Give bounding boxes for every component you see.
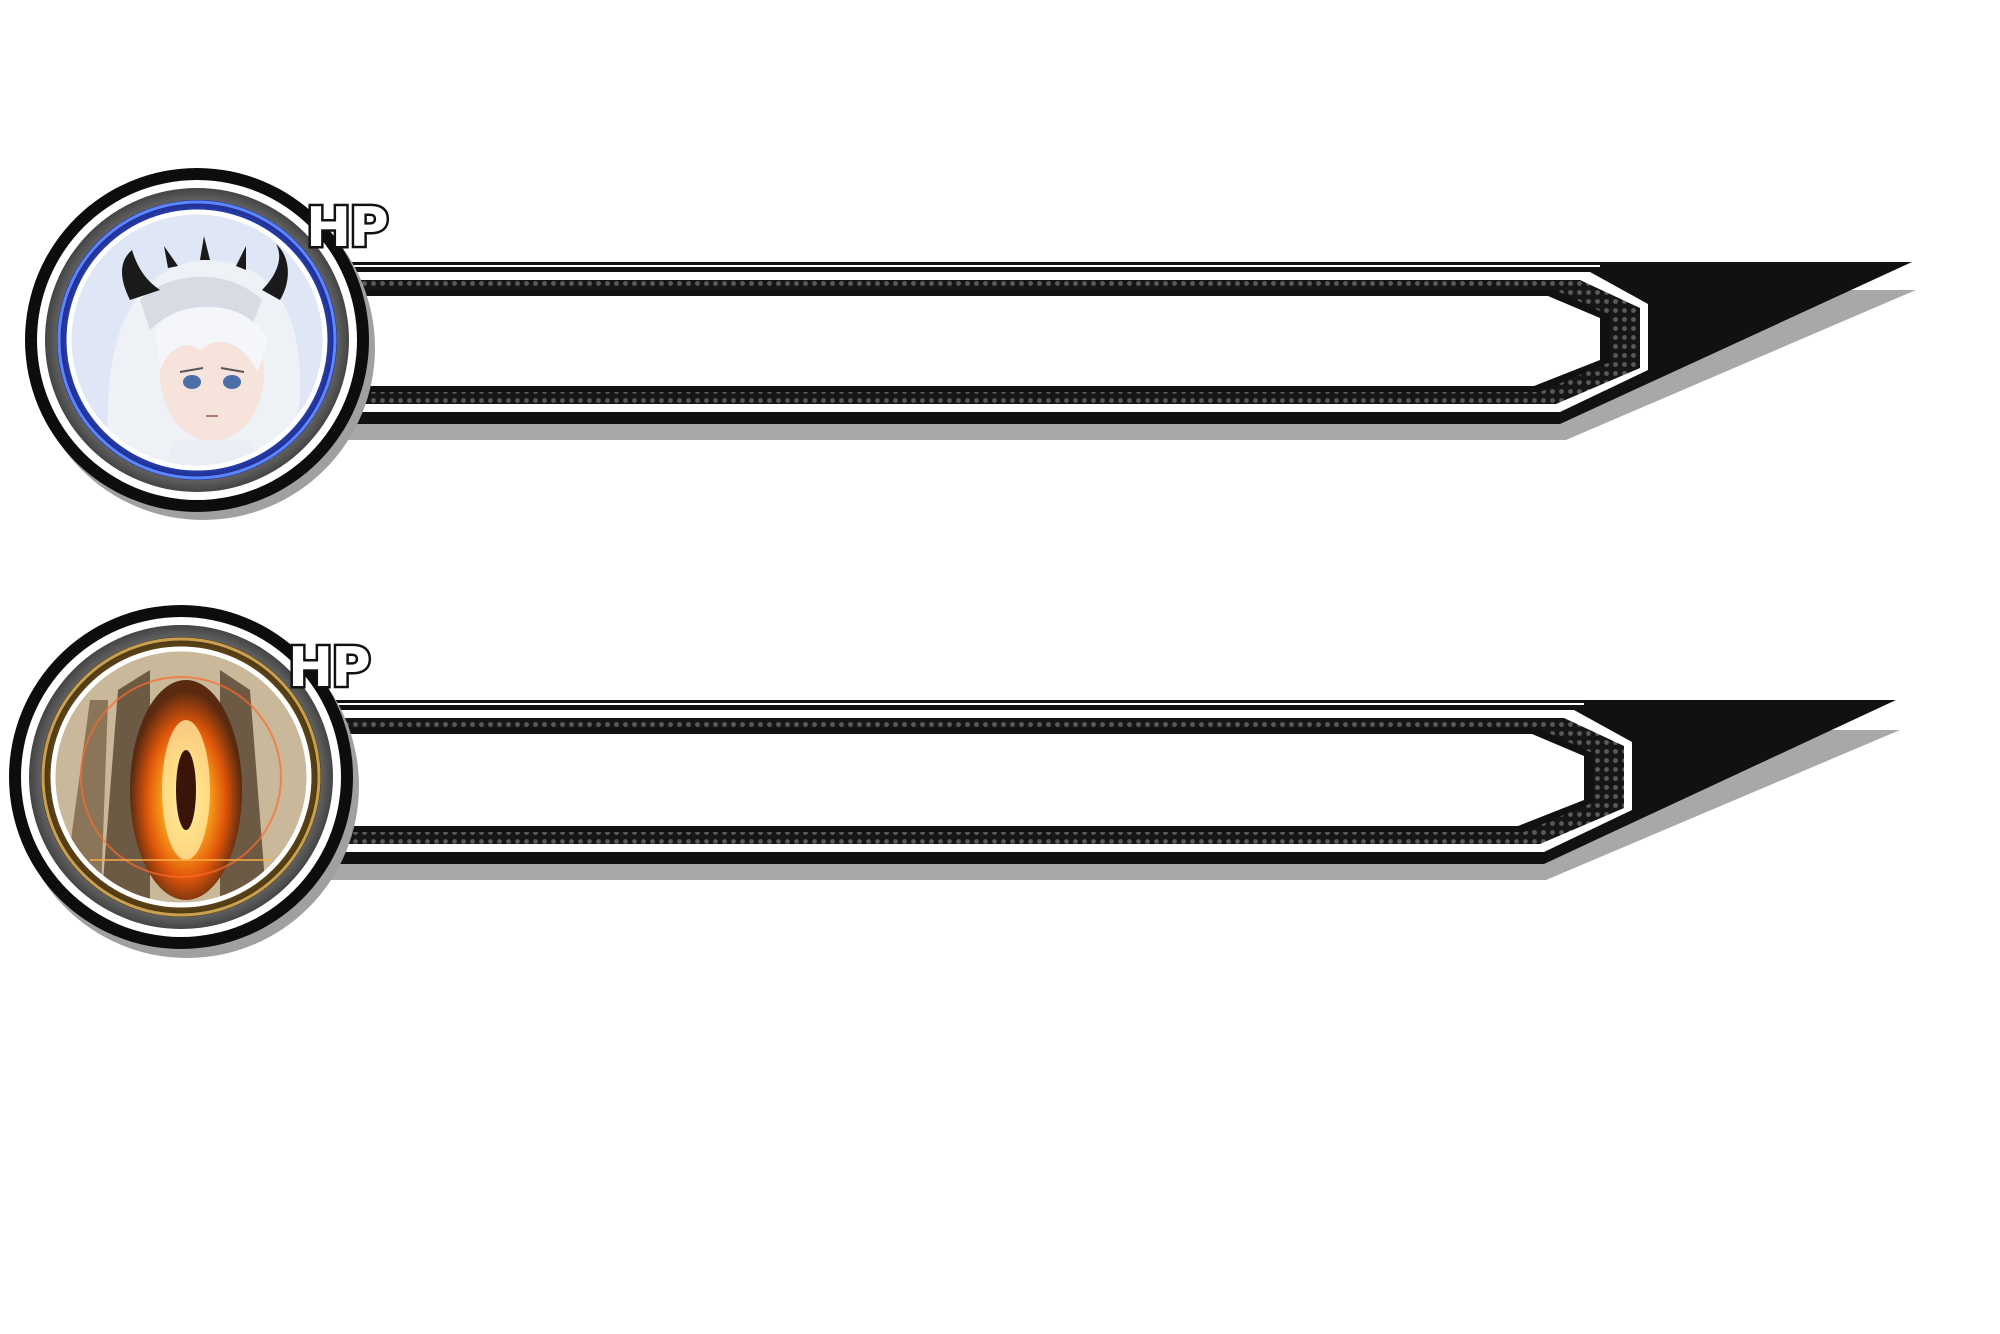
- hp-bar-2: [310, 700, 1900, 880]
- hp-bar-1: [330, 262, 1916, 440]
- portrait-inner-ring: [50, 646, 312, 908]
- hp-bar-track: [326, 734, 1584, 826]
- hp-bar-track: [346, 296, 1600, 386]
- fire-portal-portrait: [53, 649, 309, 905]
- hp-label: HP: [306, 196, 387, 259]
- portrait-inner-ring: [66, 209, 328, 471]
- hp-label: HP: [288, 636, 369, 699]
- white-haired-character-portrait: [69, 212, 325, 468]
